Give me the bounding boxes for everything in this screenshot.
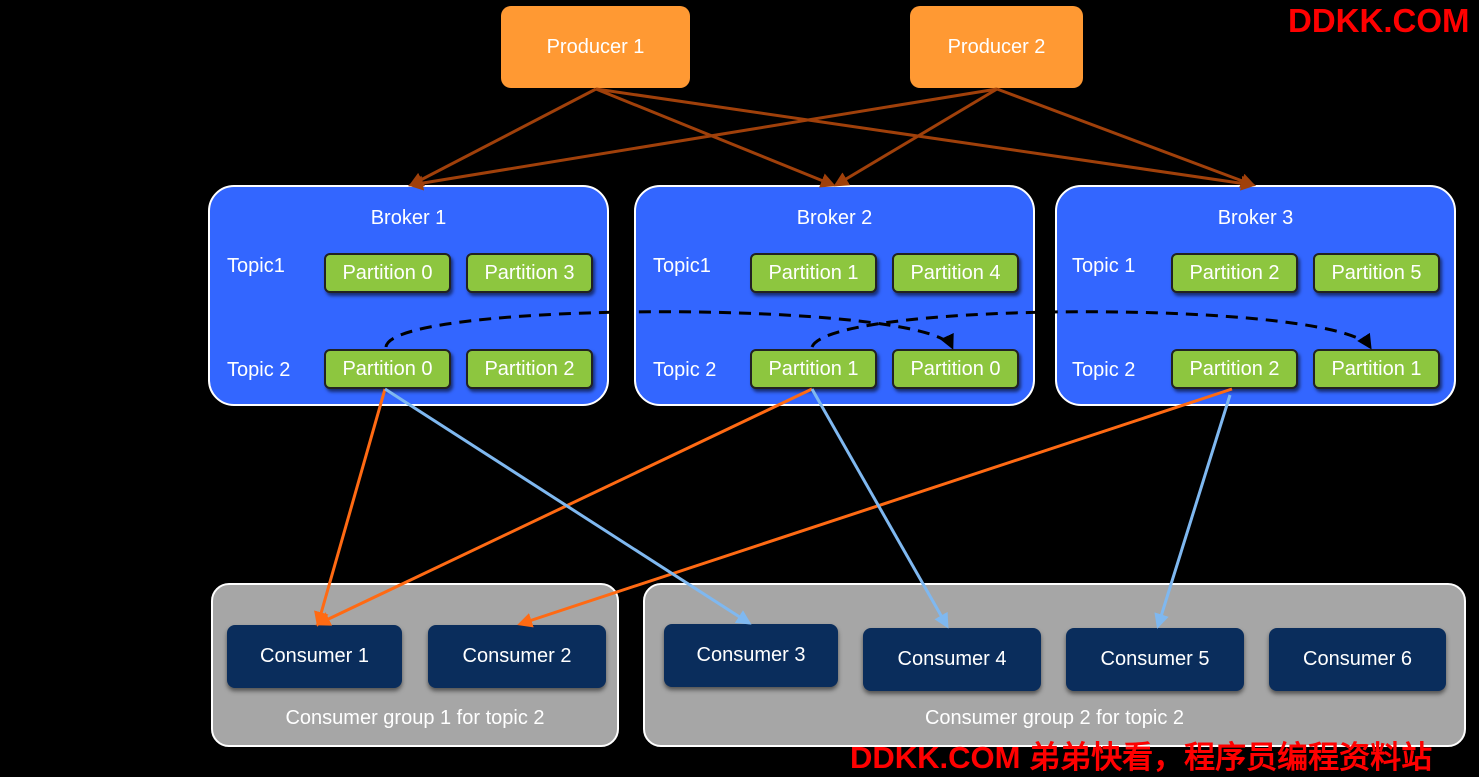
topic2-label: Topic 2 — [1072, 359, 1136, 381]
consumer-6: Consumer 6 — [1269, 628, 1446, 691]
partition: Partition 1 — [750, 253, 877, 293]
group-label: Consumer group 2 for topic 2 — [924, 707, 1185, 729]
produce-arrow — [595, 87, 1256, 191]
topic2-label: Topic 2 — [227, 359, 291, 381]
produce-arrow — [833, 87, 998, 187]
consumer-4: Consumer 4 — [863, 628, 1041, 691]
broker-title: Broker 2 — [796, 207, 873, 229]
broker-3: Broker 3 Topic 1 Topic 2 Partition 2 Par… — [1055, 185, 1456, 406]
group-label: Consumer group 1 for topic 2 — [285, 707, 545, 729]
watermark-top: DDKK.COM — [1288, 2, 1470, 39]
broker-2: Broker 2 Topic1 Topic 2 Partition 1 Part… — [634, 185, 1035, 406]
topic1-label: Topic1 — [653, 255, 711, 277]
produce-arrow — [996, 87, 1256, 188]
partition: Partition 3 — [466, 253, 593, 293]
partition: Partition 2 — [1171, 349, 1298, 389]
topic1-label: Topic1 — [227, 255, 285, 277]
consumer-3: Consumer 3 — [664, 624, 838, 687]
partition: Partition 1 — [750, 349, 877, 389]
partition: Partition 0 — [892, 349, 1019, 389]
consumer-2: Consumer 2 — [428, 625, 606, 688]
produce-arrow — [408, 87, 597, 187]
partition: Partition 5 — [1313, 253, 1440, 293]
topic1-label: Topic 1 — [1072, 255, 1136, 277]
producer-2: Producer 2 — [910, 6, 1083, 88]
consumer-5: Consumer 5 — [1066, 628, 1244, 691]
partition: Partition 0 — [324, 349, 451, 389]
produce-arrow — [408, 87, 998, 191]
partition: Partition 2 — [466, 349, 593, 389]
consumer-1: Consumer 1 — [227, 625, 402, 688]
topic2-label: Topic 2 — [653, 359, 717, 381]
broker-title: Broker 3 — [1217, 207, 1294, 229]
partition: Partition 0 — [324, 253, 451, 293]
watermark-bottom: DDKK.COM 弟弟快看，程序员编程资料站 — [850, 740, 1433, 775]
producer-1: Producer 1 — [501, 6, 690, 88]
partition: Partition 4 — [892, 253, 1019, 293]
broker-1: Broker 1 Topic1 Topic 2 Partition 0 Part… — [208, 185, 609, 406]
produce-arrow — [595, 87, 836, 188]
partition: Partition 2 — [1171, 253, 1298, 293]
broker-title: Broker 1 — [370, 207, 447, 229]
produce-arrows — [408, 87, 1256, 191]
partition: Partition 1 — [1313, 349, 1440, 389]
